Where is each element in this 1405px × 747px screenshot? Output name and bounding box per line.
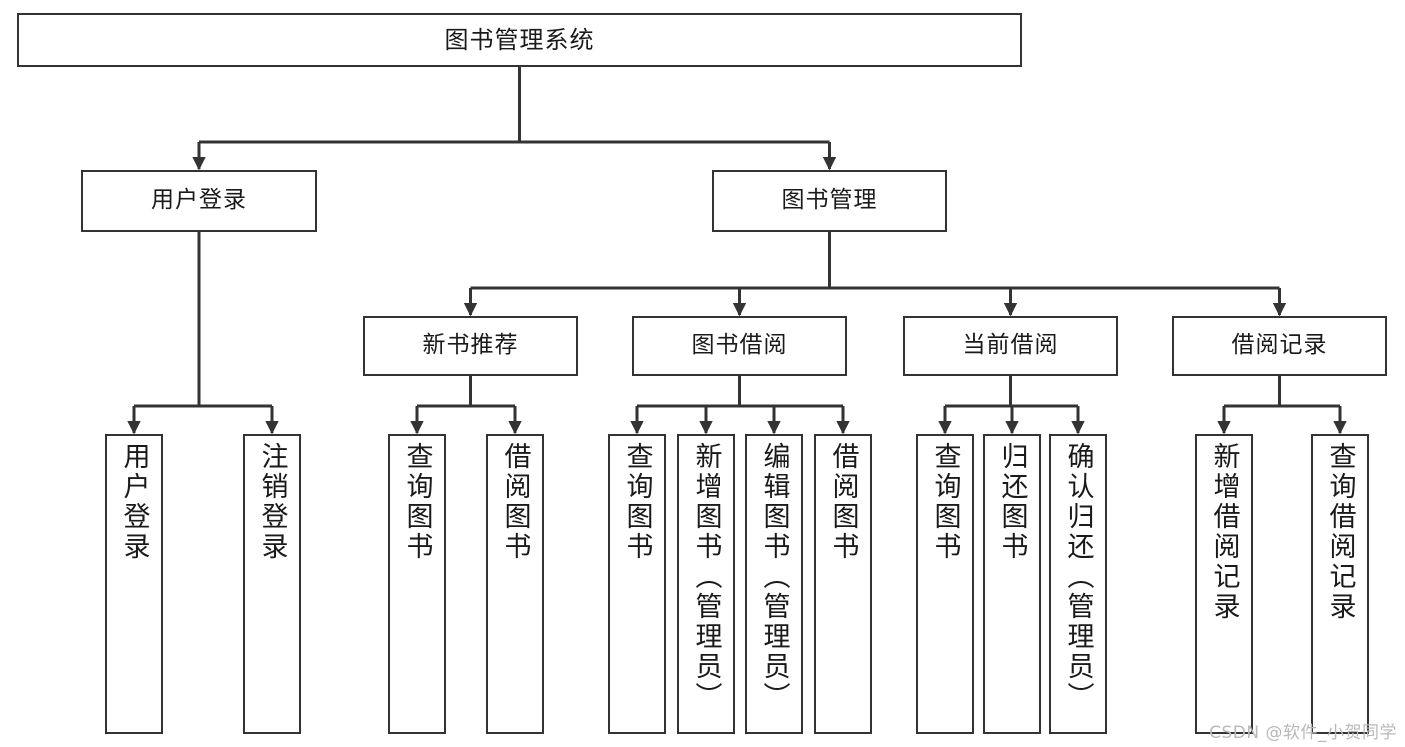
node-root: 图书管理系统 [17,13,1022,67]
node-label: 新增图书（管理员） [690,442,722,712]
node-l3-logout: 注销登录 [243,434,301,734]
node-l3-query-book-c: 查询图书 [916,434,974,734]
node-label: 编辑图书（管理员） [758,442,790,712]
node-l1-user-login: 用户登录 [81,170,317,232]
node-label: 确认归还（管理员） [1062,442,1094,712]
node-label: 借阅图书 [827,442,859,562]
node-l2-new-book-rec: 新书推荐 [363,316,578,376]
node-label: 当前借阅 [962,332,1059,359]
watermark: CSDN @软件_小贺同学 [1209,723,1397,743]
node-l3-add-loan-record: 新增借阅记录 [1195,434,1253,734]
node-label: 查询图书 [401,442,433,562]
node-label: 查询图书 [929,442,961,562]
node-l3-return-book: 归还图书 [983,434,1041,734]
node-l3-query-book-b: 查询图书 [608,434,666,734]
node-label: 新增借阅记录 [1208,442,1240,622]
node-label: 用户登录 [118,442,150,562]
node-label: 查询图书 [621,442,653,562]
node-label: 用户登录 [151,187,247,214]
node-l3-edit-book: 编辑图书（管理员） [745,434,803,734]
node-label: 查询借阅记录 [1324,442,1356,622]
node-label: 借阅图书 [499,442,531,562]
node-label: 新书推荐 [422,332,519,359]
node-l3-query-loan-record: 查询借阅记录 [1311,434,1369,734]
node-l3-confirm-return: 确认归还（管理员） [1049,434,1107,734]
node-l3-borrow-book-a: 借阅图书 [486,434,544,734]
node-l1-book-manage: 图书管理 [712,170,947,232]
node-label: 借阅记录 [1231,332,1328,359]
node-l2-book-borrow: 图书借阅 [632,316,847,376]
node-l3-query-book-a: 查询图书 [388,434,446,734]
node-l2-loan-record: 借阅记录 [1172,316,1387,376]
node-label: 图书管理 [781,187,878,214]
node-label: 图书借阅 [691,332,788,359]
node-label: 图书管理系统 [444,25,595,54]
node-l3-user-login: 用户登录 [105,434,163,734]
node-l2-current-loan: 当前借阅 [903,316,1118,376]
node-label: 归还图书 [996,442,1028,562]
node-l3-add-book: 新增图书（管理员） [677,434,735,734]
node-l3-borrow-book-b: 借阅图书 [814,434,872,734]
node-label: 注销登录 [256,442,288,562]
